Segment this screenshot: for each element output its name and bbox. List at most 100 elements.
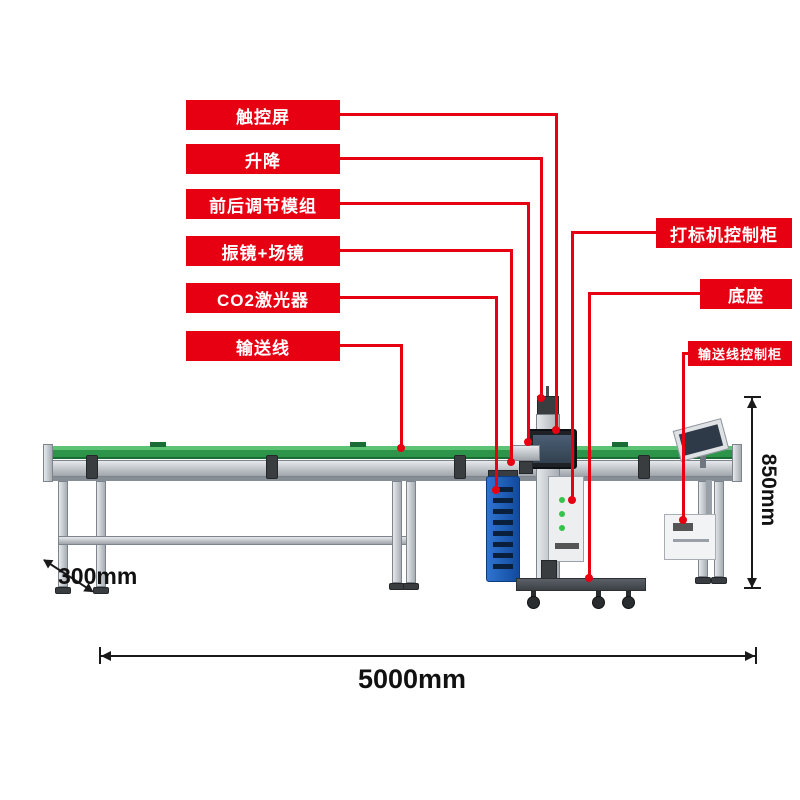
height-dimension-text: 850mm — [757, 453, 780, 527]
dimension-tick — [744, 587, 761, 589]
leg-foot — [403, 583, 419, 590]
belt-guide — [150, 442, 166, 447]
indicator-led — [559, 497, 565, 503]
conveyor-leg — [96, 481, 106, 587]
leader-conveyor — [340, 344, 403, 347]
leader-endpoint — [397, 444, 405, 452]
caster-stem — [531, 591, 536, 597]
label-galvo-field-lens: 振镜+场镜 — [186, 236, 340, 266]
leader-co2-laser — [495, 296, 498, 490]
leg-foot — [93, 587, 109, 594]
leader-base — [588, 292, 591, 578]
leader-endpoint — [552, 426, 560, 434]
machine-base-plate — [516, 578, 646, 591]
panel-mount-arm — [700, 452, 706, 468]
operator-panel-screen — [678, 424, 724, 456]
leader-touchscreen — [340, 113, 558, 116]
vent-slot — [493, 564, 513, 569]
conveyor-leg — [392, 481, 402, 583]
leader-front-back-module — [527, 202, 530, 442]
leader-co2-laser — [340, 296, 498, 299]
leader-base — [590, 292, 700, 295]
leader-endpoint — [507, 458, 515, 466]
leader-conveyor-cabinet — [682, 352, 690, 355]
label-lift: 升降 — [186, 144, 340, 174]
conveyor-endcap-right — [732, 444, 742, 482]
conveyor-frame-rail — [48, 460, 737, 477]
caster-wheel — [622, 596, 635, 609]
marking-control-cabinet — [548, 476, 584, 562]
vent-slot — [493, 509, 513, 514]
vent-slot — [493, 520, 513, 525]
belt-guide — [350, 442, 366, 447]
conveyor-endcap-left — [43, 444, 53, 482]
leader-lift — [540, 157, 543, 398]
belt-clamp — [266, 455, 278, 479]
leader-touchscreen — [555, 113, 558, 430]
label-conveyor-control-cabinet: 输送线控制柜 — [688, 341, 792, 366]
cabinet-mount-bracket — [706, 480, 712, 516]
dimension-tick — [744, 396, 761, 398]
label-touchscreen: 触控屏 — [186, 100, 340, 130]
conveyor-leg — [406, 481, 416, 583]
cabinet-detail — [673, 539, 709, 542]
arrowhead-up — [747, 398, 757, 408]
cabinet-vent — [555, 543, 579, 549]
leader-front-back-module — [340, 202, 530, 205]
caster-stem — [626, 591, 631, 597]
leader-conveyor — [400, 344, 403, 448]
belt-clamp — [86, 455, 98, 479]
depth-dimension-text: 300mm — [58, 563, 138, 589]
leader-galvo — [510, 249, 513, 462]
leader-endpoint — [585, 574, 593, 582]
leader-endpoint — [568, 496, 576, 504]
arrowhead-right — [745, 651, 755, 661]
galvo-head-bracket — [512, 445, 540, 461]
leader-endpoint — [679, 516, 687, 524]
leader-endpoint — [524, 438, 532, 446]
vent-slot — [493, 542, 513, 547]
vent-slot — [493, 498, 513, 503]
belt-clamp — [454, 455, 466, 479]
dimension-tick — [99, 647, 101, 664]
label-marking-control-cabinet: 打标机控制柜 — [656, 218, 792, 248]
arrowhead — [40, 555, 54, 569]
conveyor-control-cabinet — [664, 514, 716, 560]
leg-foot — [695, 577, 711, 584]
vent-slot — [493, 531, 513, 536]
caster-stem — [596, 591, 601, 597]
conveyor-cross-beam — [58, 536, 414, 545]
length-dimension-text: 5000mm — [357, 664, 467, 694]
leg-foot — [711, 577, 727, 584]
laser-antenna — [546, 386, 549, 398]
leader-conveyor-cabinet — [682, 352, 685, 520]
label-front-back-module: 前后调节模组 — [186, 189, 340, 219]
conveyor-belt — [52, 450, 733, 459]
leg-foot — [55, 587, 71, 594]
leader-endpoint — [537, 394, 545, 402]
caster-wheel — [527, 596, 540, 609]
label-co2-laser: CO2激光器 — [186, 283, 340, 313]
conveyor-lower-rail — [48, 477, 737, 481]
arrowhead-down — [747, 578, 757, 588]
label-conveyor: 输送线 — [186, 331, 340, 361]
leader-endpoint — [492, 486, 500, 494]
height-dimension-line — [751, 398, 753, 588]
field-lens — [519, 461, 533, 474]
conveyor-leg — [58, 481, 68, 587]
conveyor-belt-highlight — [52, 446, 733, 450]
vent-slot — [493, 487, 513, 492]
cabinet-detail — [673, 523, 693, 531]
dimension-tick — [755, 647, 757, 664]
arrowhead-left — [101, 651, 111, 661]
indicator-led — [559, 525, 565, 531]
leader-marking-cabinet — [571, 231, 574, 500]
indicator-led — [559, 511, 565, 517]
length-dimension-line — [100, 655, 757, 657]
caster-wheel — [592, 596, 605, 609]
belt-clamp — [638, 455, 650, 479]
vent-slot — [493, 553, 513, 558]
leader-marking-cabinet — [573, 231, 656, 234]
co2-laser-body — [486, 476, 520, 582]
